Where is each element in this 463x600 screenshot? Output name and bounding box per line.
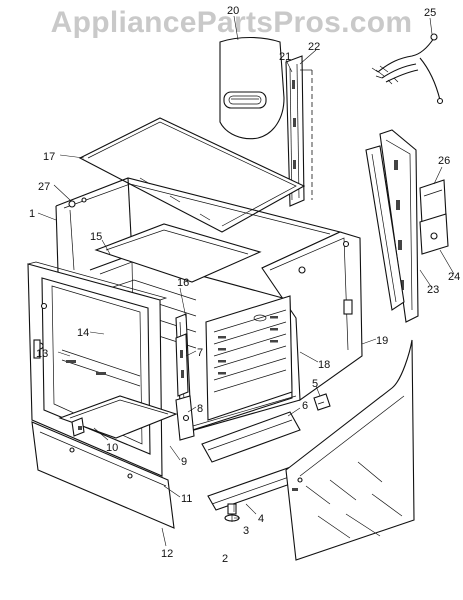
lower-front-panel [31,421,175,529]
label-part-21: 21 [279,51,291,63]
label-part-5: 5 [312,378,318,390]
relay-bracket [419,179,449,255]
label-part-15: 15 [90,231,102,243]
clip [313,393,331,411]
label-part-27: 27 [38,181,50,193]
label-part-6: 6 [302,400,308,412]
leveling-leg [224,503,240,522]
label-part-25: 25 [424,7,436,19]
channel-right [365,145,405,311]
cabinet-body [55,177,363,435]
label-part-18: 18 [318,359,330,371]
side-cover [285,339,415,561]
leader-lines [37,15,455,547]
label-part-24: 24 [448,271,460,283]
label-part-20: 20 [227,5,239,17]
label-part-1: 1 [29,208,35,220]
insulation-blanket [219,36,285,140]
hinge-bracket [175,333,189,397]
oven-bottom [94,223,262,283]
label-part-13: 13 [36,348,48,360]
label-part-17: 17 [43,151,55,163]
top-panel [78,117,306,233]
label-part-8: 8 [197,403,203,415]
corner-screw [68,197,87,208]
label-part-10: 10 [106,442,118,454]
small-bracket [175,395,195,441]
label-part-7: 7 [197,347,203,359]
label-part-11: 11 [181,493,192,505]
wire-harness [371,33,444,105]
label-part-26: 26 [438,155,450,167]
label-part-23: 23 [427,284,439,296]
toe-kick [201,411,301,463]
label-part-9: 9 [181,456,187,468]
label-part-14: 14 [77,327,89,339]
label-part-2: 2 [222,553,228,565]
lower-trim [58,395,178,439]
label-part-16: 16 [177,277,189,289]
rear-channel [285,55,313,207]
label-part-12: 12 [161,548,173,560]
label-part-3: 3 [243,525,249,537]
part-number-labels: 1 2 3 4 5 6 7 8 9 10 11 12 13 14 15 16 1… [29,5,460,565]
label-part-19: 19 [376,335,388,347]
label-part-4: 4 [258,513,264,525]
label-part-22: 22 [308,41,320,53]
